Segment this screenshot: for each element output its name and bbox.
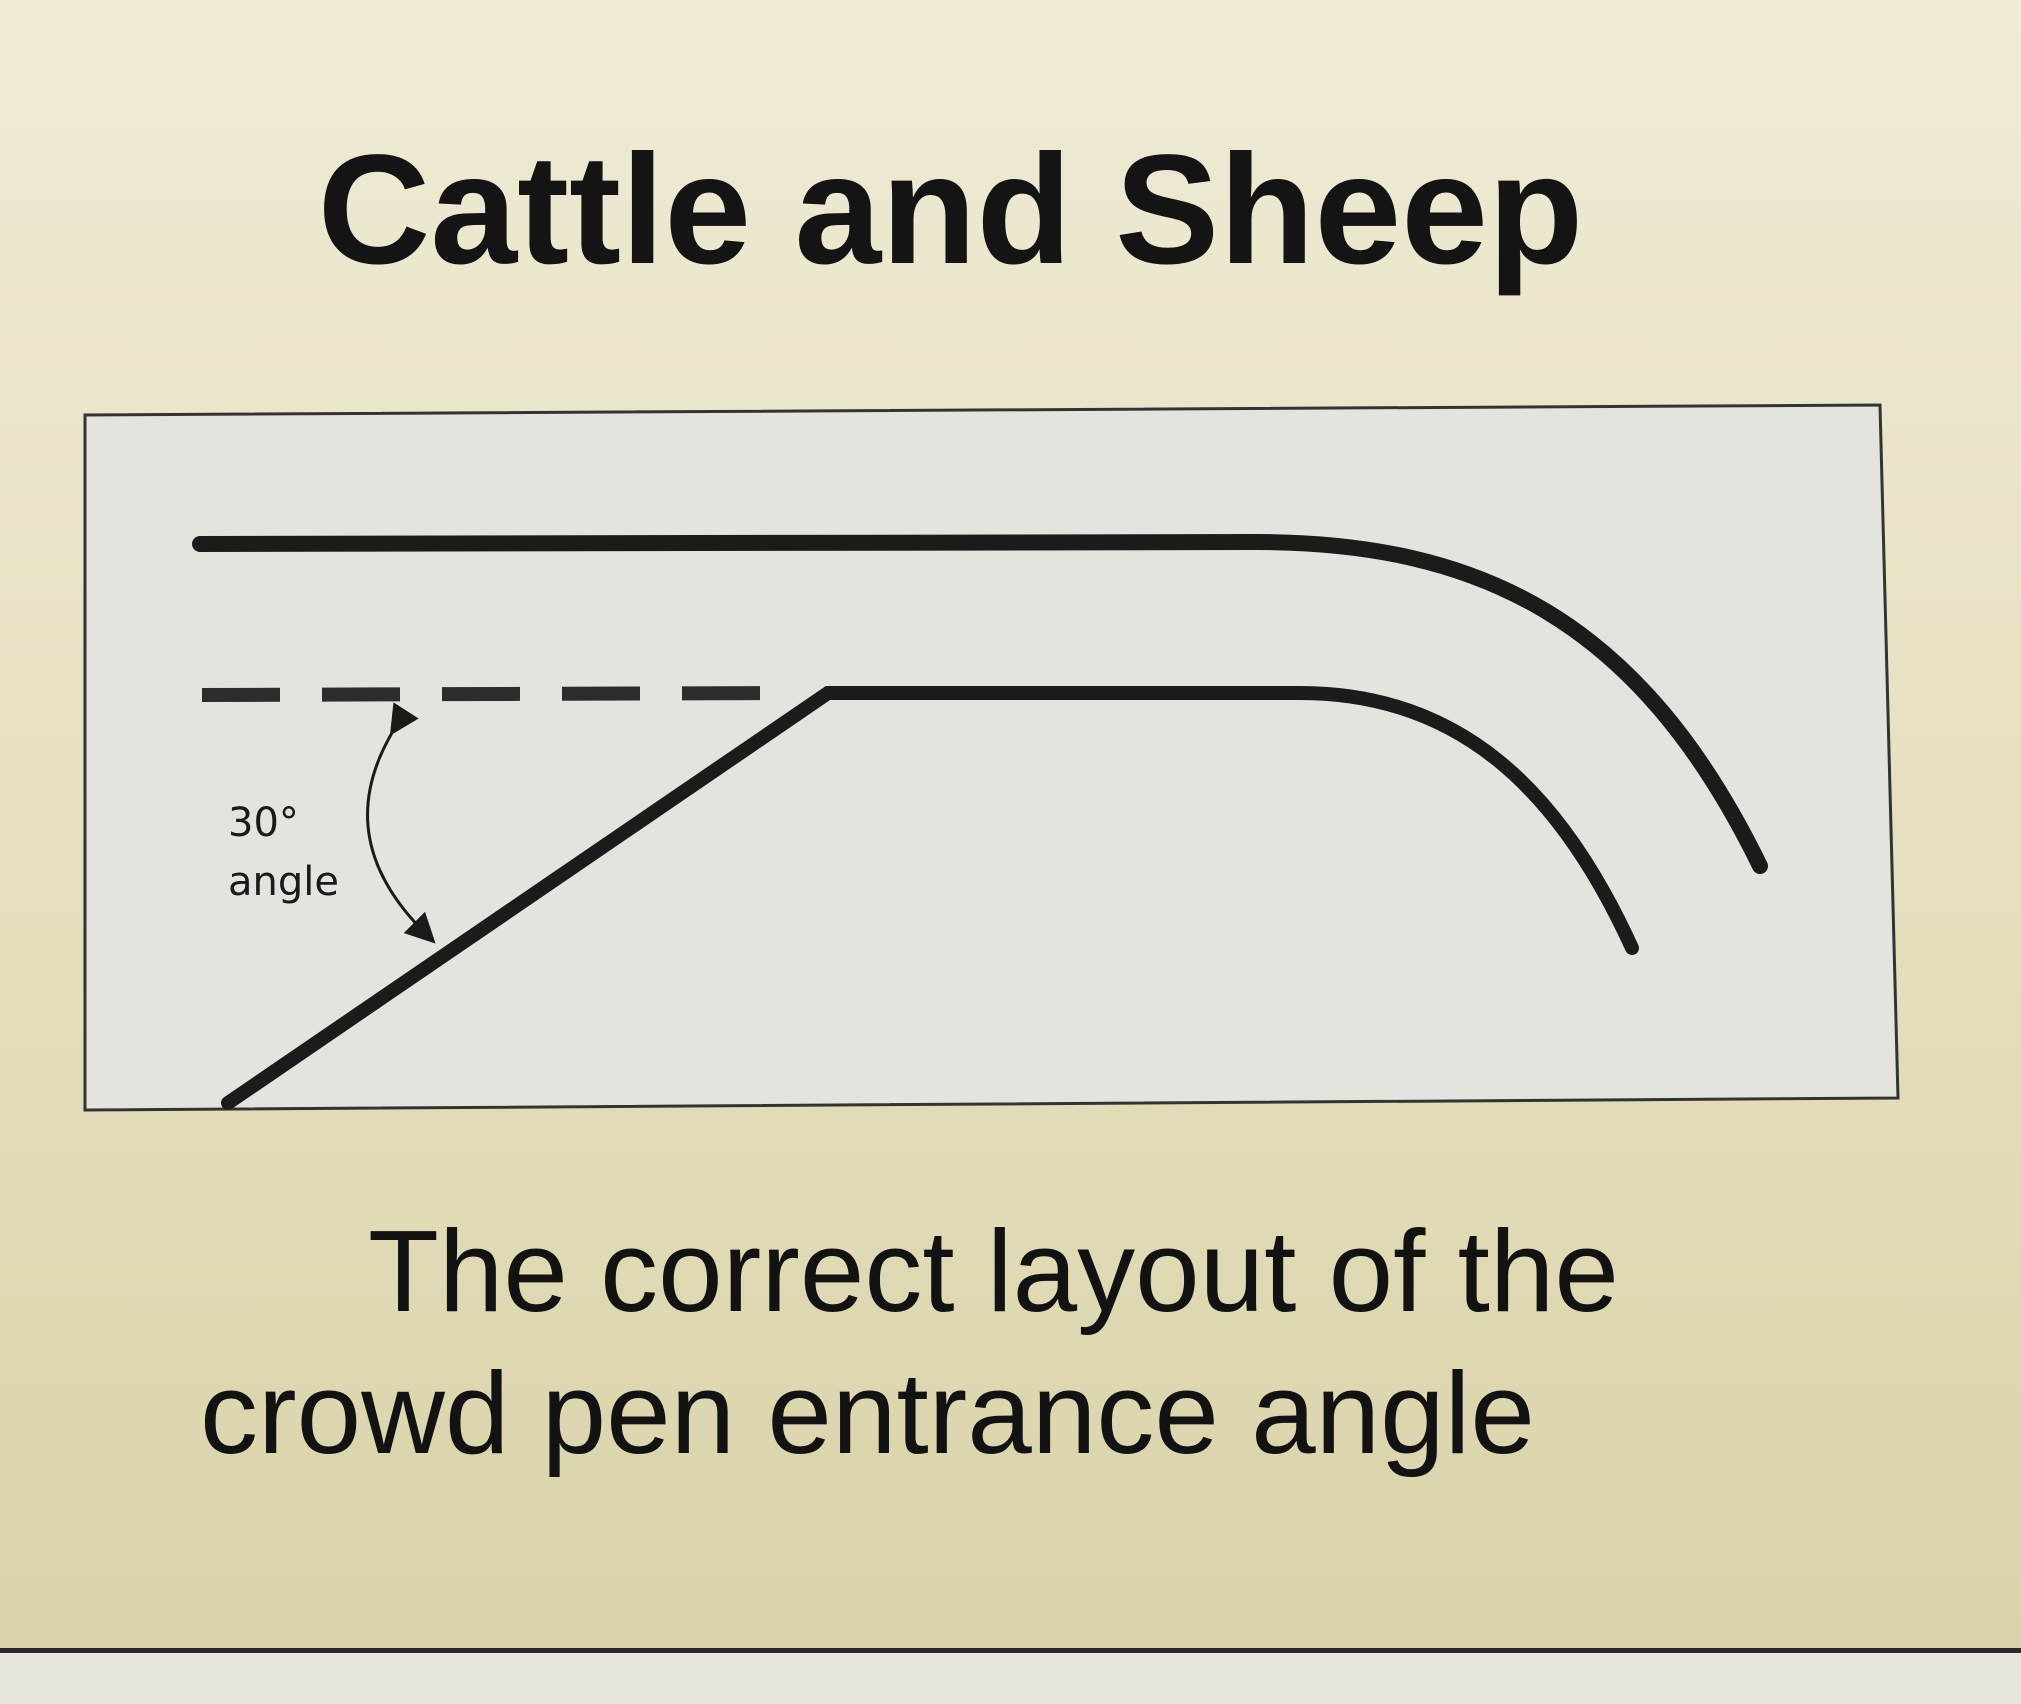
caption-line-2: crowd pen entrance angle xyxy=(200,1348,1535,1478)
angle-value-label: 30° xyxy=(228,800,299,846)
page-bottom-edge xyxy=(0,1648,2021,1704)
angle-arc-arrow xyxy=(366,702,436,944)
outer-race-wall xyxy=(192,533,1768,874)
dashed-reference-line xyxy=(201,686,791,702)
caption: The correct layout of the crowd pen entr… xyxy=(150,1200,1890,1484)
page-title: Cattle and Sheep xyxy=(317,123,1584,297)
diagram-panel xyxy=(83,403,1900,1112)
caption-line-1: The correct layout of the xyxy=(368,1206,1619,1336)
inner-race-wall xyxy=(221,686,1639,1110)
angle-word-label: angle xyxy=(228,859,339,905)
